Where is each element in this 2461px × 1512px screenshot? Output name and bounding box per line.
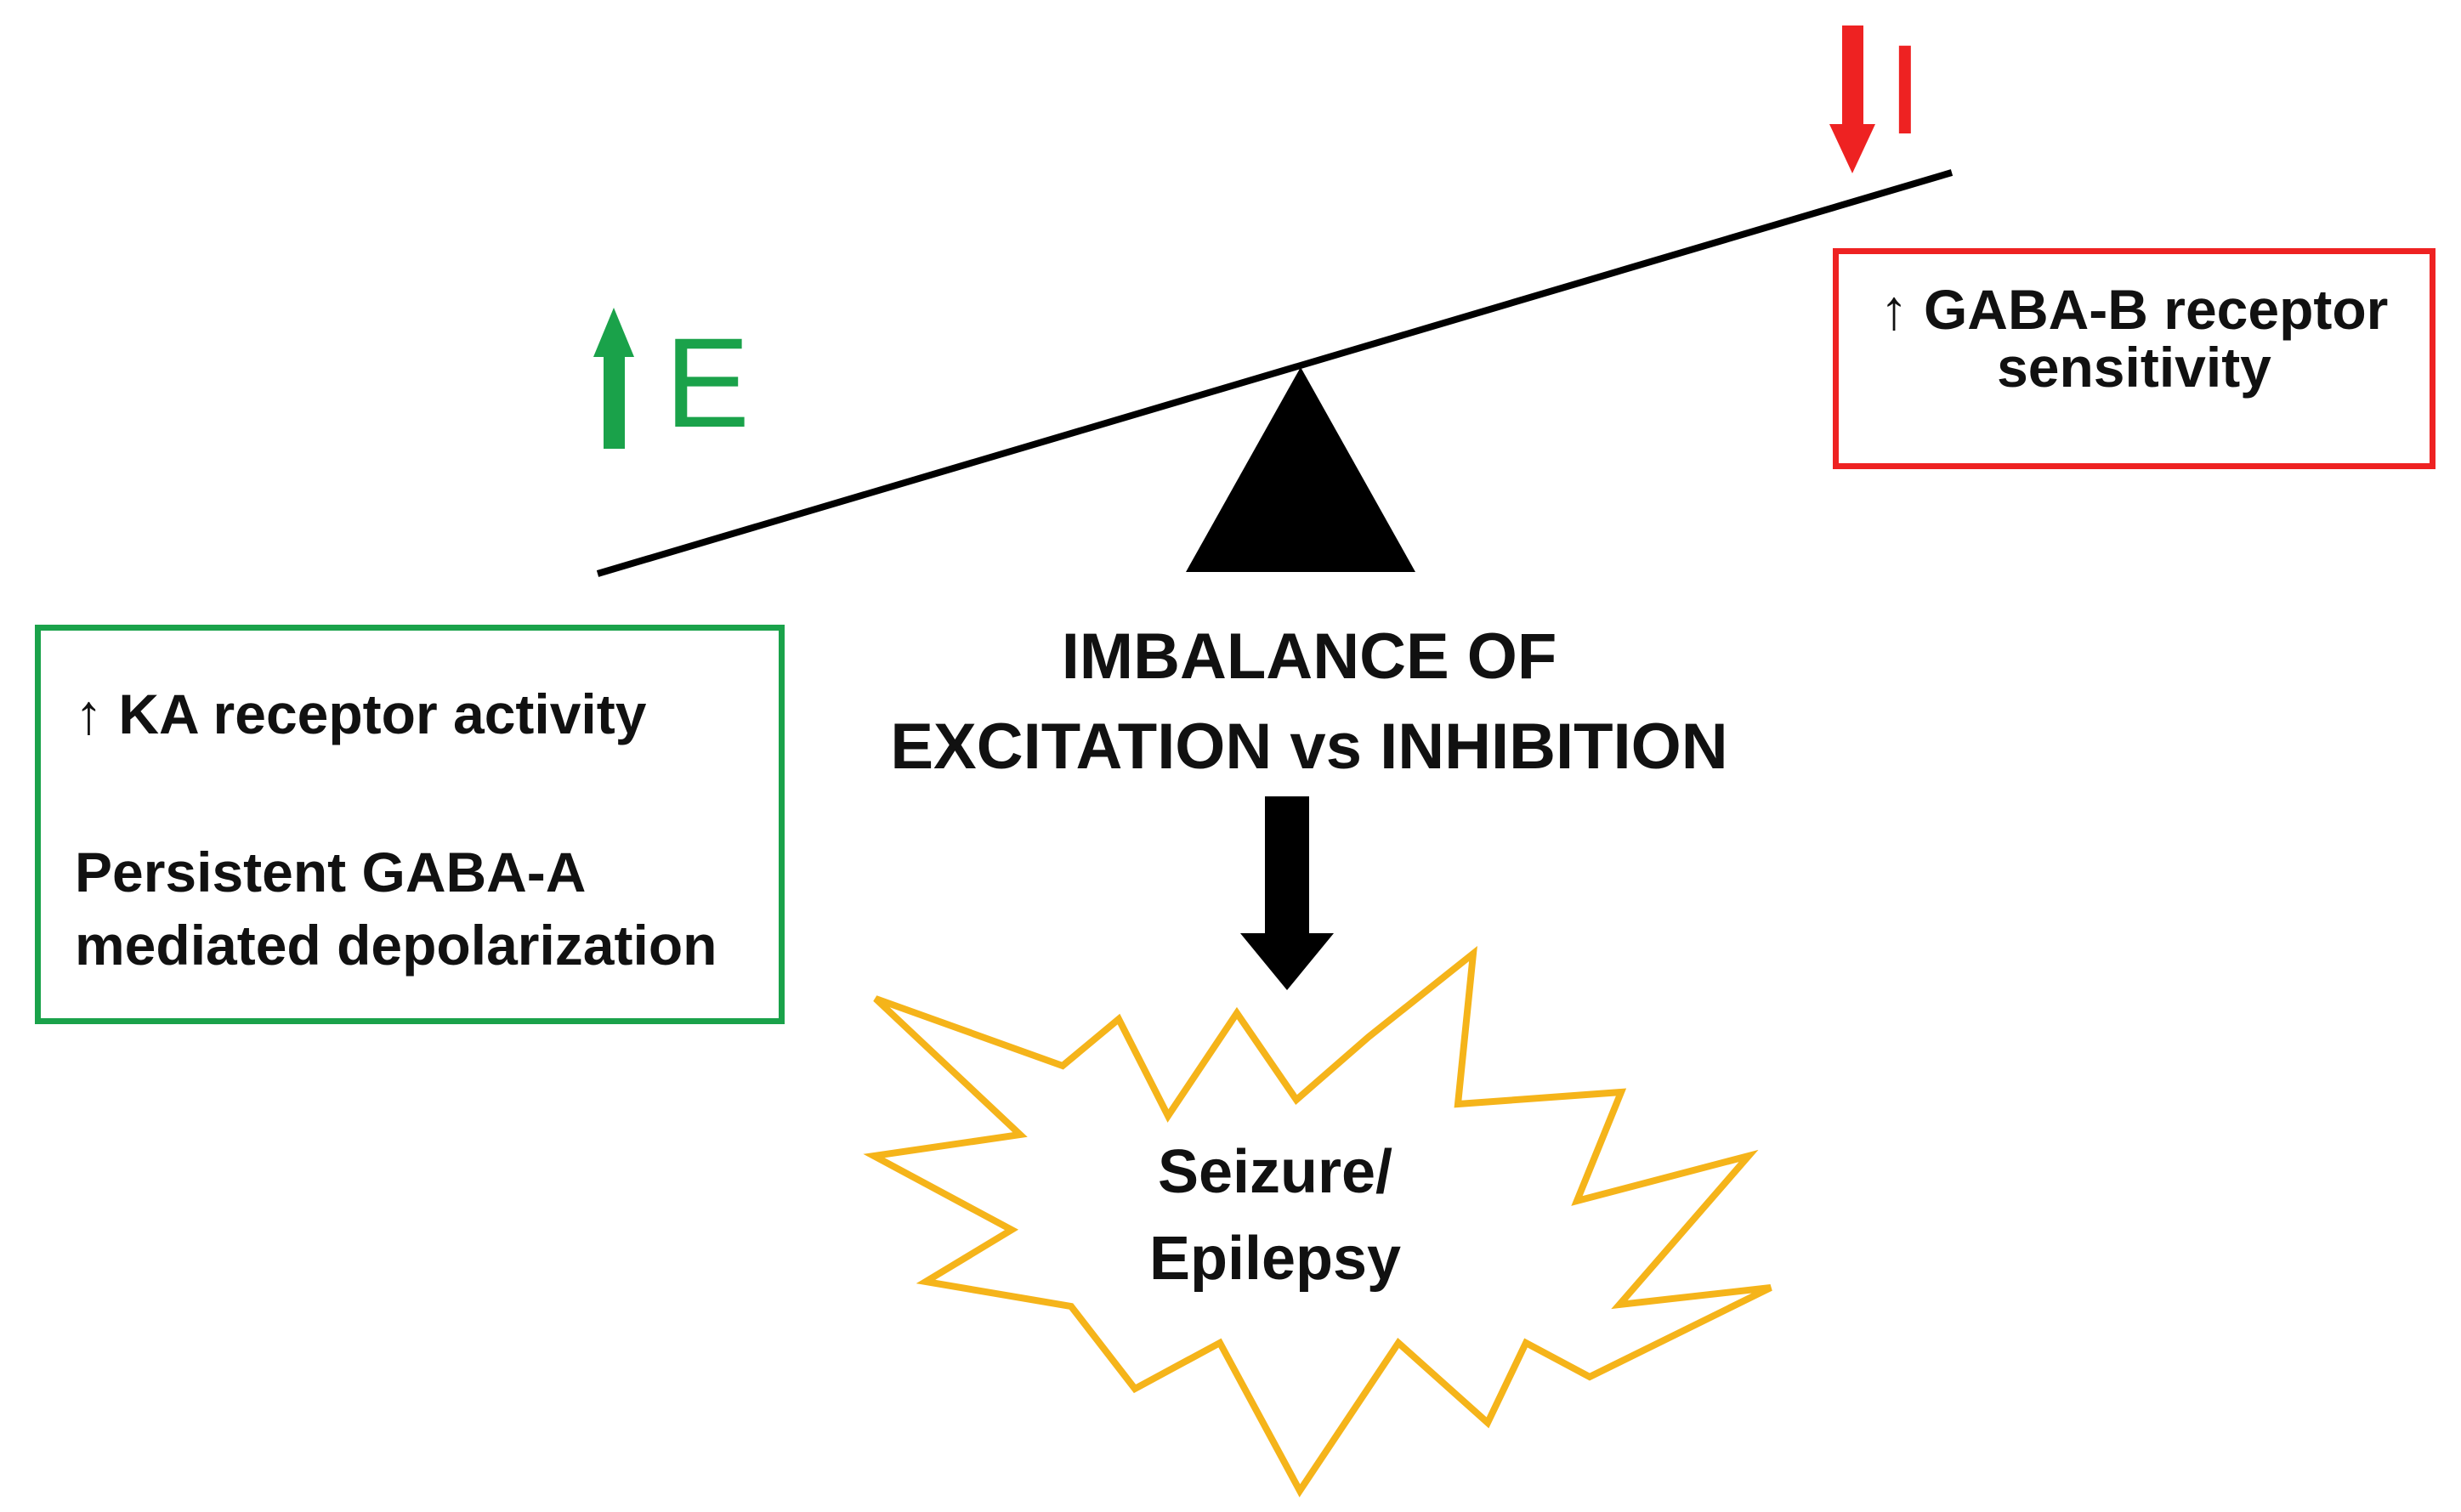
- black-down-arrow-icon: [1240, 796, 1334, 990]
- excitation-factors-box: [35, 625, 785, 1024]
- inhibition-factors-box: [1833, 248, 2435, 469]
- ka-receptor-activity-label: ↑ KA receptor activity: [75, 682, 647, 745]
- seizure-starburst-icon: [863, 945, 1772, 1498]
- gaba-a-depolarization-label: Persistent GABA-A mediated depolarizatio…: [75, 835, 772, 982]
- seizure-line-2: Epilepsy: [1148, 1225, 1402, 1293]
- imbalance-label: IMBALANCE OF EXCITATION vs INHIBITION: [884, 612, 1734, 792]
- gaba-b-line-2: sensitivity: [1997, 336, 2271, 399]
- seizure-epilepsy-label: Seizure/ Epilepsy: [1105, 1129, 1445, 1302]
- gaba-a-line-2: mediated depolarization: [75, 914, 717, 977]
- imbalance-line-1: IMBALANCE OF: [1061, 620, 1557, 693]
- imbalance-line-2: EXCITATION vs INHIBITION: [890, 711, 1728, 783]
- gaba-a-line-1: Persistent GABA-A: [75, 841, 587, 903]
- green-up-arrow-icon: [593, 308, 634, 449]
- gaba-b-line-1: ↑ GABA-B receptor: [1880, 278, 2389, 341]
- inhibition-label: I: [1887, 18, 1923, 161]
- excitation-label: E: [665, 311, 751, 454]
- seizure-line-1: Seizure/: [1157, 1138, 1393, 1206]
- fulcrum-triangle-icon: [1186, 367, 1415, 572]
- red-down-arrow-icon: [1829, 25, 1875, 173]
- seesaw-beam: [596, 169, 1953, 577]
- gaba-b-sensitivity-label: ↑ GABA-B receptor sensitivity: [1843, 280, 2425, 396]
